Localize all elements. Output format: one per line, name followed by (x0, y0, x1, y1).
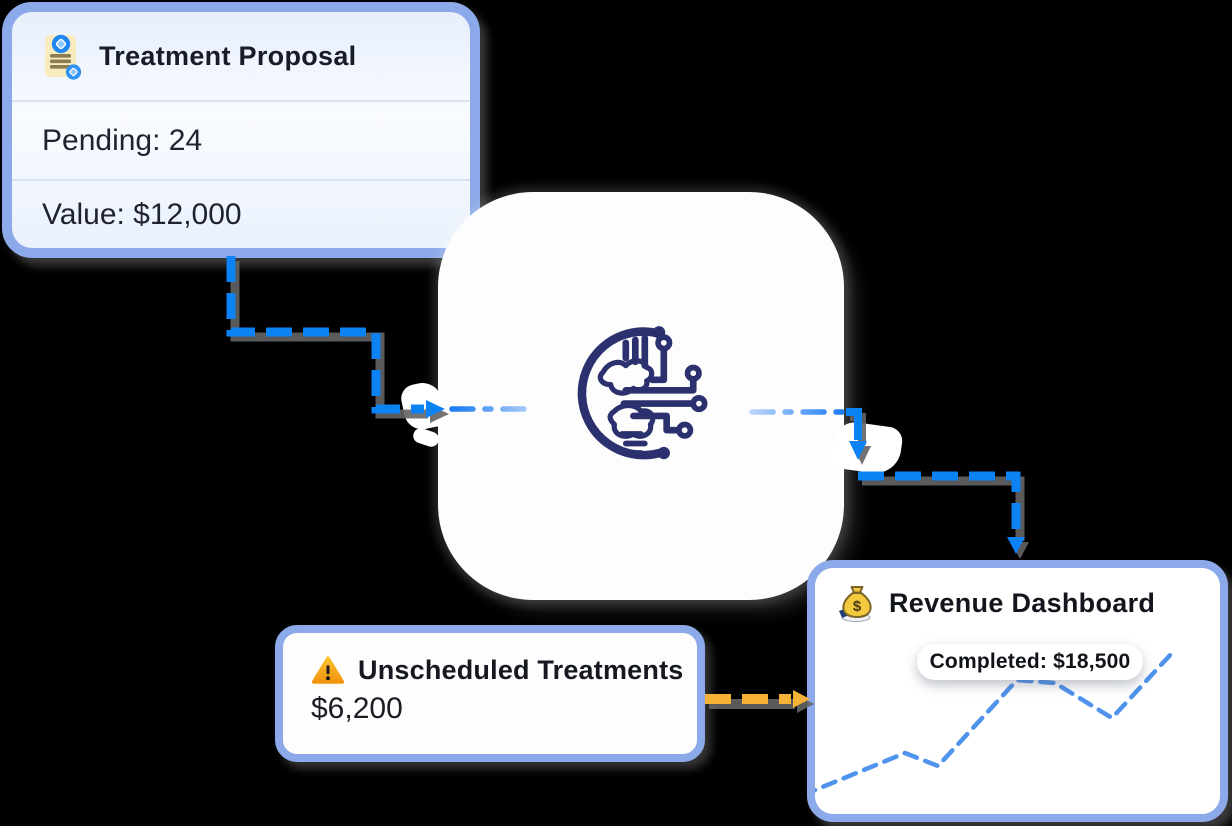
revenue-dashboard-card[interactable]: $ Revenue Dashboard Completed: $18,500 (807, 560, 1228, 822)
treatment-pending-label: Pending: 24 (42, 123, 203, 157)
treatment-proposal-card[interactable]: Treatment Proposal Pending: 24 Value: $1… (2, 2, 480, 258)
treatment-pending-row: Pending: 24 (12, 100, 470, 179)
unscheduled-amount-label: $6,200 (311, 692, 403, 725)
money-bag-icon: $ (839, 586, 872, 622)
treatment-value-label: Value: $12,000 (42, 197, 242, 231)
svg-text:$: $ (853, 598, 862, 615)
globe-circuit-icon (577, 326, 708, 460)
warning-icon (311, 656, 345, 684)
connector-treatment-to-hub (226, 256, 424, 414)
proposal-document-icon (45, 34, 82, 80)
unscheduled-card-title: Unscheduled Treatments (358, 655, 684, 685)
completed-amount-label: Completed: $18,500 (929, 650, 1131, 673)
treatment-value-row: Value: $12,000 (12, 179, 470, 248)
arrow-down-icon-2 (1007, 537, 1025, 554)
white-splash-right (829, 419, 905, 477)
revenue-sparkline-chart (815, 650, 1175, 793)
treatment-card-title: Treatment Proposal (99, 40, 357, 71)
white-splash-left-small (411, 426, 441, 449)
connector-hub-to-revenue (858, 471, 1021, 536)
unscheduled-treatments-card[interactable]: Unscheduled Treatments $6,200 (275, 625, 705, 762)
completed-amount-badge: Completed: $18,500 (917, 644, 1143, 680)
revenue-card-title: Revenue Dashboard (889, 587, 1156, 618)
ai-hub-tile[interactable] (438, 192, 844, 600)
